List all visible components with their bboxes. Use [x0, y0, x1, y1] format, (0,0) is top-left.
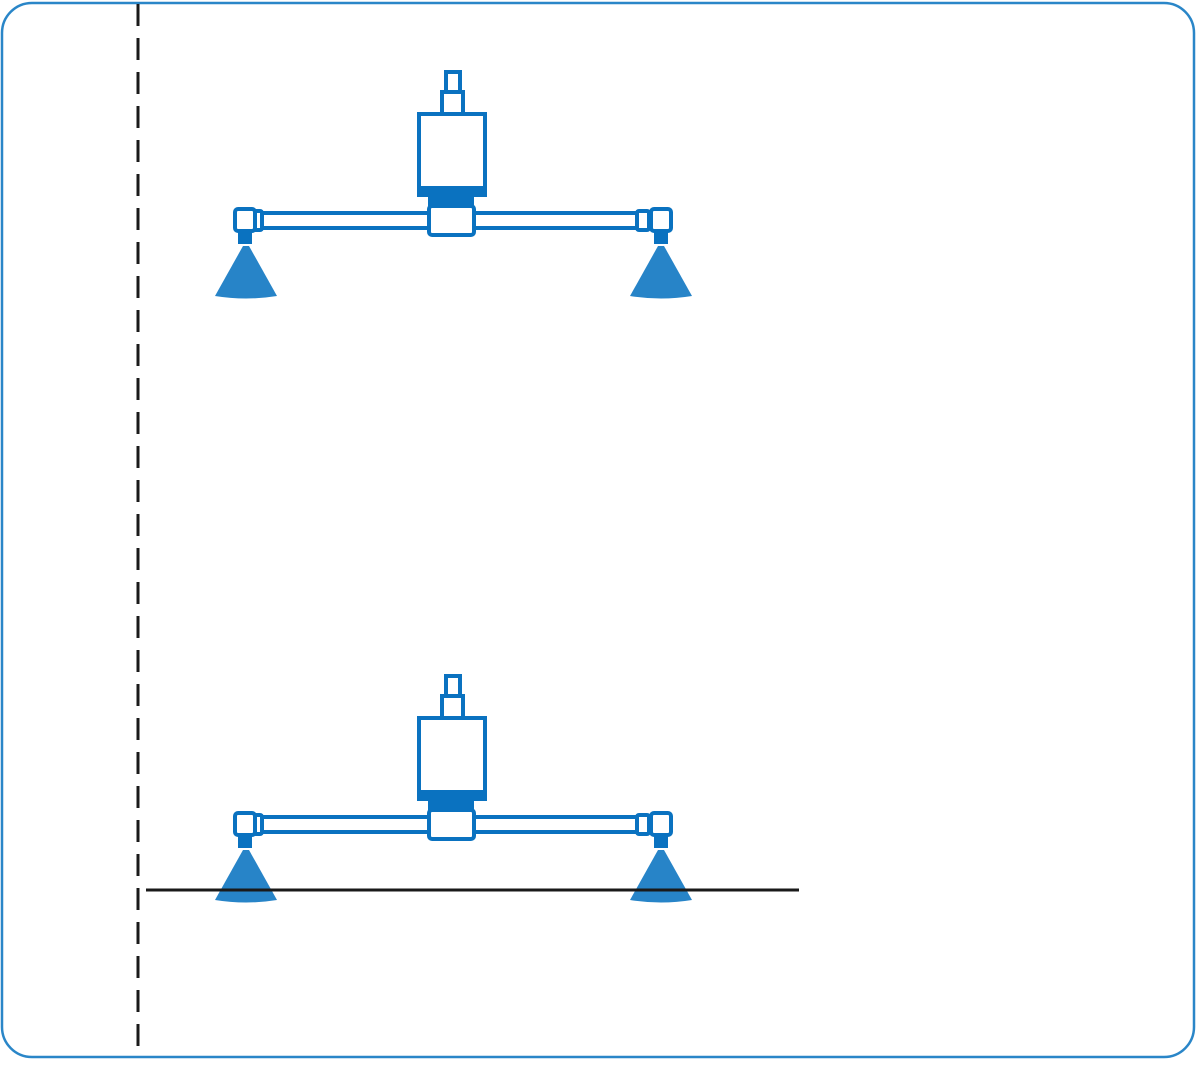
vacuum-gripper-lowered: [213, 674, 694, 905]
vacuum-gripper-raised: [213, 70, 694, 301]
